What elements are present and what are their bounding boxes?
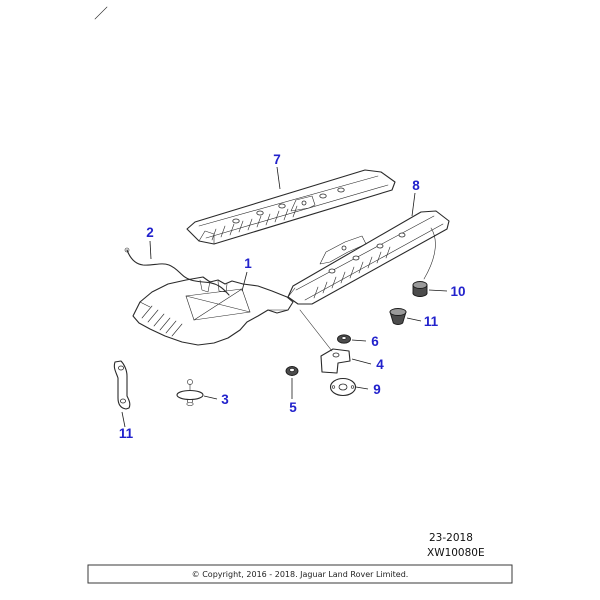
part-6-clip-drawing bbox=[337, 334, 351, 344]
tray-bracket-leader bbox=[299, 309, 333, 352]
part-4-bracket-drawing bbox=[320, 348, 351, 374]
leader-lines bbox=[121, 166, 448, 428]
callout-labels: 7 8 2 1 10 11 6 4 5 9 3 11 bbox=[119, 152, 466, 441]
callout-8: 8 bbox=[412, 178, 420, 193]
date-code: 23-2018 bbox=[429, 532, 473, 544]
callout-7: 7 bbox=[273, 152, 281, 167]
part-11-strap-drawing bbox=[113, 360, 131, 410]
callout-3: 3 bbox=[221, 392, 229, 407]
part-10-fastener-drawing bbox=[412, 281, 428, 297]
footer-copyright: © Copyright, 2016 - 2018. Jaguar Land Ro… bbox=[192, 570, 409, 579]
callout-11-left: 11 bbox=[119, 426, 134, 441]
part-11-grommet-drawing bbox=[389, 308, 407, 325]
callout-2: 2 bbox=[146, 225, 154, 240]
callout-9: 9 bbox=[373, 382, 381, 397]
callout-5: 5 bbox=[289, 400, 297, 415]
part-1-undertray-drawing bbox=[132, 276, 294, 346]
part-7-sill-panel-drawing bbox=[186, 169, 396, 245]
footer-border bbox=[87, 564, 513, 584]
callout-4: 4 bbox=[376, 357, 384, 372]
part-2-wire-drawing bbox=[124, 247, 230, 296]
callout-6: 6 bbox=[371, 334, 379, 349]
corner-mark bbox=[94, 6, 108, 20]
part-8-sill-panel-drawing bbox=[287, 210, 450, 305]
drawing-code: XW10080E bbox=[427, 547, 485, 559]
part-3-rivet-drawing bbox=[176, 379, 204, 406]
part-9-washer-drawing bbox=[329, 377, 357, 397]
document-codes: 23-2018 XW10080E bbox=[427, 532, 485, 559]
callout-11-right: 11 bbox=[424, 314, 439, 329]
footer-bar: © Copyright, 2016 - 2018. Jaguar Land Ro… bbox=[87, 564, 513, 584]
callout-1: 1 bbox=[244, 256, 252, 271]
callout-10: 10 bbox=[450, 284, 465, 299]
part-5-nut-drawing bbox=[285, 366, 299, 376]
